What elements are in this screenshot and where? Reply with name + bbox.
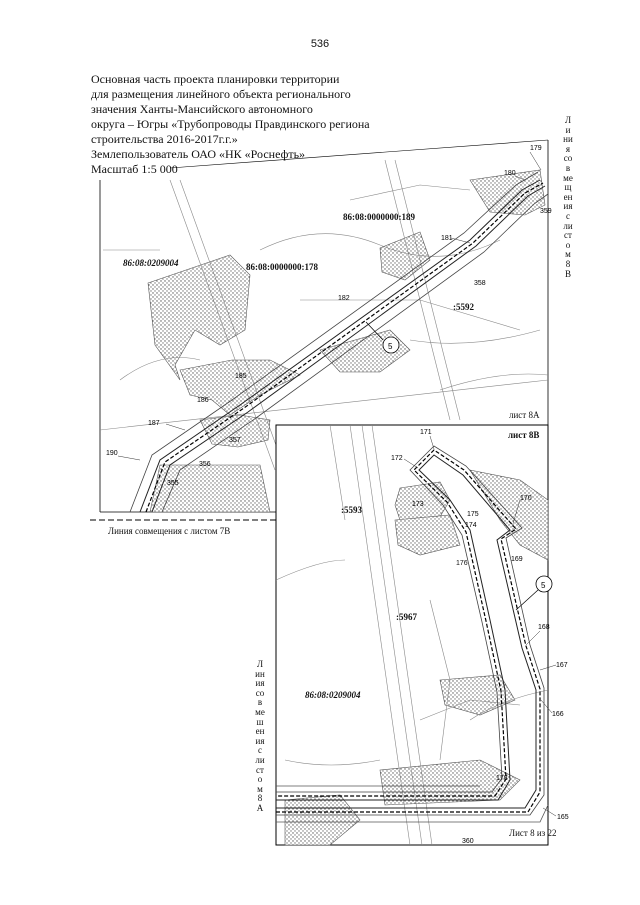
point-label-166: 166 bbox=[552, 711, 564, 718]
bottom-leader-lines bbox=[403, 435, 557, 817]
cadastre-quarter-bottom: 86:08:0209004 bbox=[305, 690, 361, 700]
land-user-line: Землепользователь ОАО «НК «Роснефть» bbox=[91, 147, 306, 161]
cadastre-5593: :5593 bbox=[341, 505, 362, 515]
point-label-179: 179 bbox=[530, 145, 542, 152]
point-label-190: 190 bbox=[106, 450, 118, 457]
scale-line: Масштаб 1:5 000 bbox=[91, 162, 178, 176]
vertical-label-8v: Л и ни я со в ме щ ен ия с ли ст о м 8 В bbox=[563, 115, 573, 279]
vertical-label-8a: Л ин ия со в ме ш ен ия с ли ст о м 8 А bbox=[255, 659, 265, 813]
point-label-186: 186 bbox=[197, 397, 209, 404]
circle-label: 5 bbox=[541, 581, 546, 590]
top-pipeline-corridor bbox=[129, 171, 549, 513]
bottom-map-point-labels: 171 172 173 174 170 175 169 169 168 167 … bbox=[391, 429, 569, 845]
point-label-170: 170 bbox=[520, 495, 532, 502]
top-map-zones bbox=[147, 169, 546, 513]
point-label-356: 356 bbox=[199, 461, 211, 468]
title-line: Основная часть проекта планировки террит… bbox=[91, 72, 340, 86]
point-label-185: 185 bbox=[235, 373, 247, 380]
sheet-ref-8a: лист 8А bbox=[509, 410, 540, 420]
top-leader-lines bbox=[117, 151, 542, 461]
point-label-360: 360 bbox=[462, 838, 474, 845]
point-label-358: 358 bbox=[474, 280, 486, 287]
point-label-359: 359 bbox=[540, 208, 552, 215]
point-label-175: 175 bbox=[467, 511, 479, 518]
top-map-point-labels: 179 180 359 181 358 182 185 186 187 357 … bbox=[106, 145, 552, 487]
point-label-176: 176 bbox=[456, 560, 468, 567]
point-label-165: 165 bbox=[557, 814, 569, 821]
cadastre-quarter-top: 86:08:0209004 bbox=[123, 258, 179, 268]
circle-label: 5 bbox=[388, 342, 393, 351]
point-label-357: 357 bbox=[229, 437, 241, 444]
sheet-title-8v: лист 8В bbox=[508, 430, 540, 440]
point-label-181: 181 bbox=[441, 235, 453, 242]
title-block: Основная часть проекта планировки террит… bbox=[91, 72, 391, 177]
combination-line-label: Линия совмещения с листом 7В bbox=[108, 526, 231, 536]
point-label-187: 187 bbox=[148, 420, 160, 427]
point-label-182: 182 bbox=[338, 295, 350, 302]
bottom-map-roads bbox=[275, 424, 549, 846]
top-circle-marker: 5 bbox=[365, 321, 400, 354]
bottom-circle-marker: 5 bbox=[515, 575, 553, 611]
sheet-of-label: Лист 8 из 22 bbox=[509, 828, 557, 838]
point-label-173: 173 bbox=[412, 501, 424, 508]
title-line: строительства 2016-2017г.г.» bbox=[91, 132, 238, 146]
point-label-178: 178 bbox=[496, 775, 508, 782]
point-label-171: 171 bbox=[420, 429, 432, 436]
top-map-roads bbox=[99, 159, 549, 471]
title-line: для размещения линейного объекта региона… bbox=[91, 87, 351, 101]
cadastre-5967: :5967 bbox=[396, 612, 417, 622]
point-label-180: 180 bbox=[504, 170, 516, 177]
point-label-167: 167 bbox=[556, 662, 568, 669]
bottom-pipeline-corridor bbox=[276, 445, 549, 823]
title-line: значения Ханты-Мансийского автономного bbox=[91, 102, 313, 116]
cadastre-178: 86:08:0000000:178 bbox=[246, 262, 318, 272]
title-line: округа – Югры «Трубопроводы Правдинского… bbox=[91, 117, 370, 131]
point-label-172: 172 bbox=[391, 455, 403, 462]
cadastre-189: 86:08:0000000:189 bbox=[343, 212, 415, 222]
point-label-174: 174 bbox=[465, 522, 477, 529]
page-number: 536 bbox=[310, 38, 330, 50]
cadastre-5592: :5592 bbox=[453, 302, 474, 312]
point-label-355: 355 bbox=[167, 480, 179, 487]
point-label-169: 169 bbox=[511, 556, 523, 563]
point-label-168: 168 bbox=[538, 624, 550, 631]
